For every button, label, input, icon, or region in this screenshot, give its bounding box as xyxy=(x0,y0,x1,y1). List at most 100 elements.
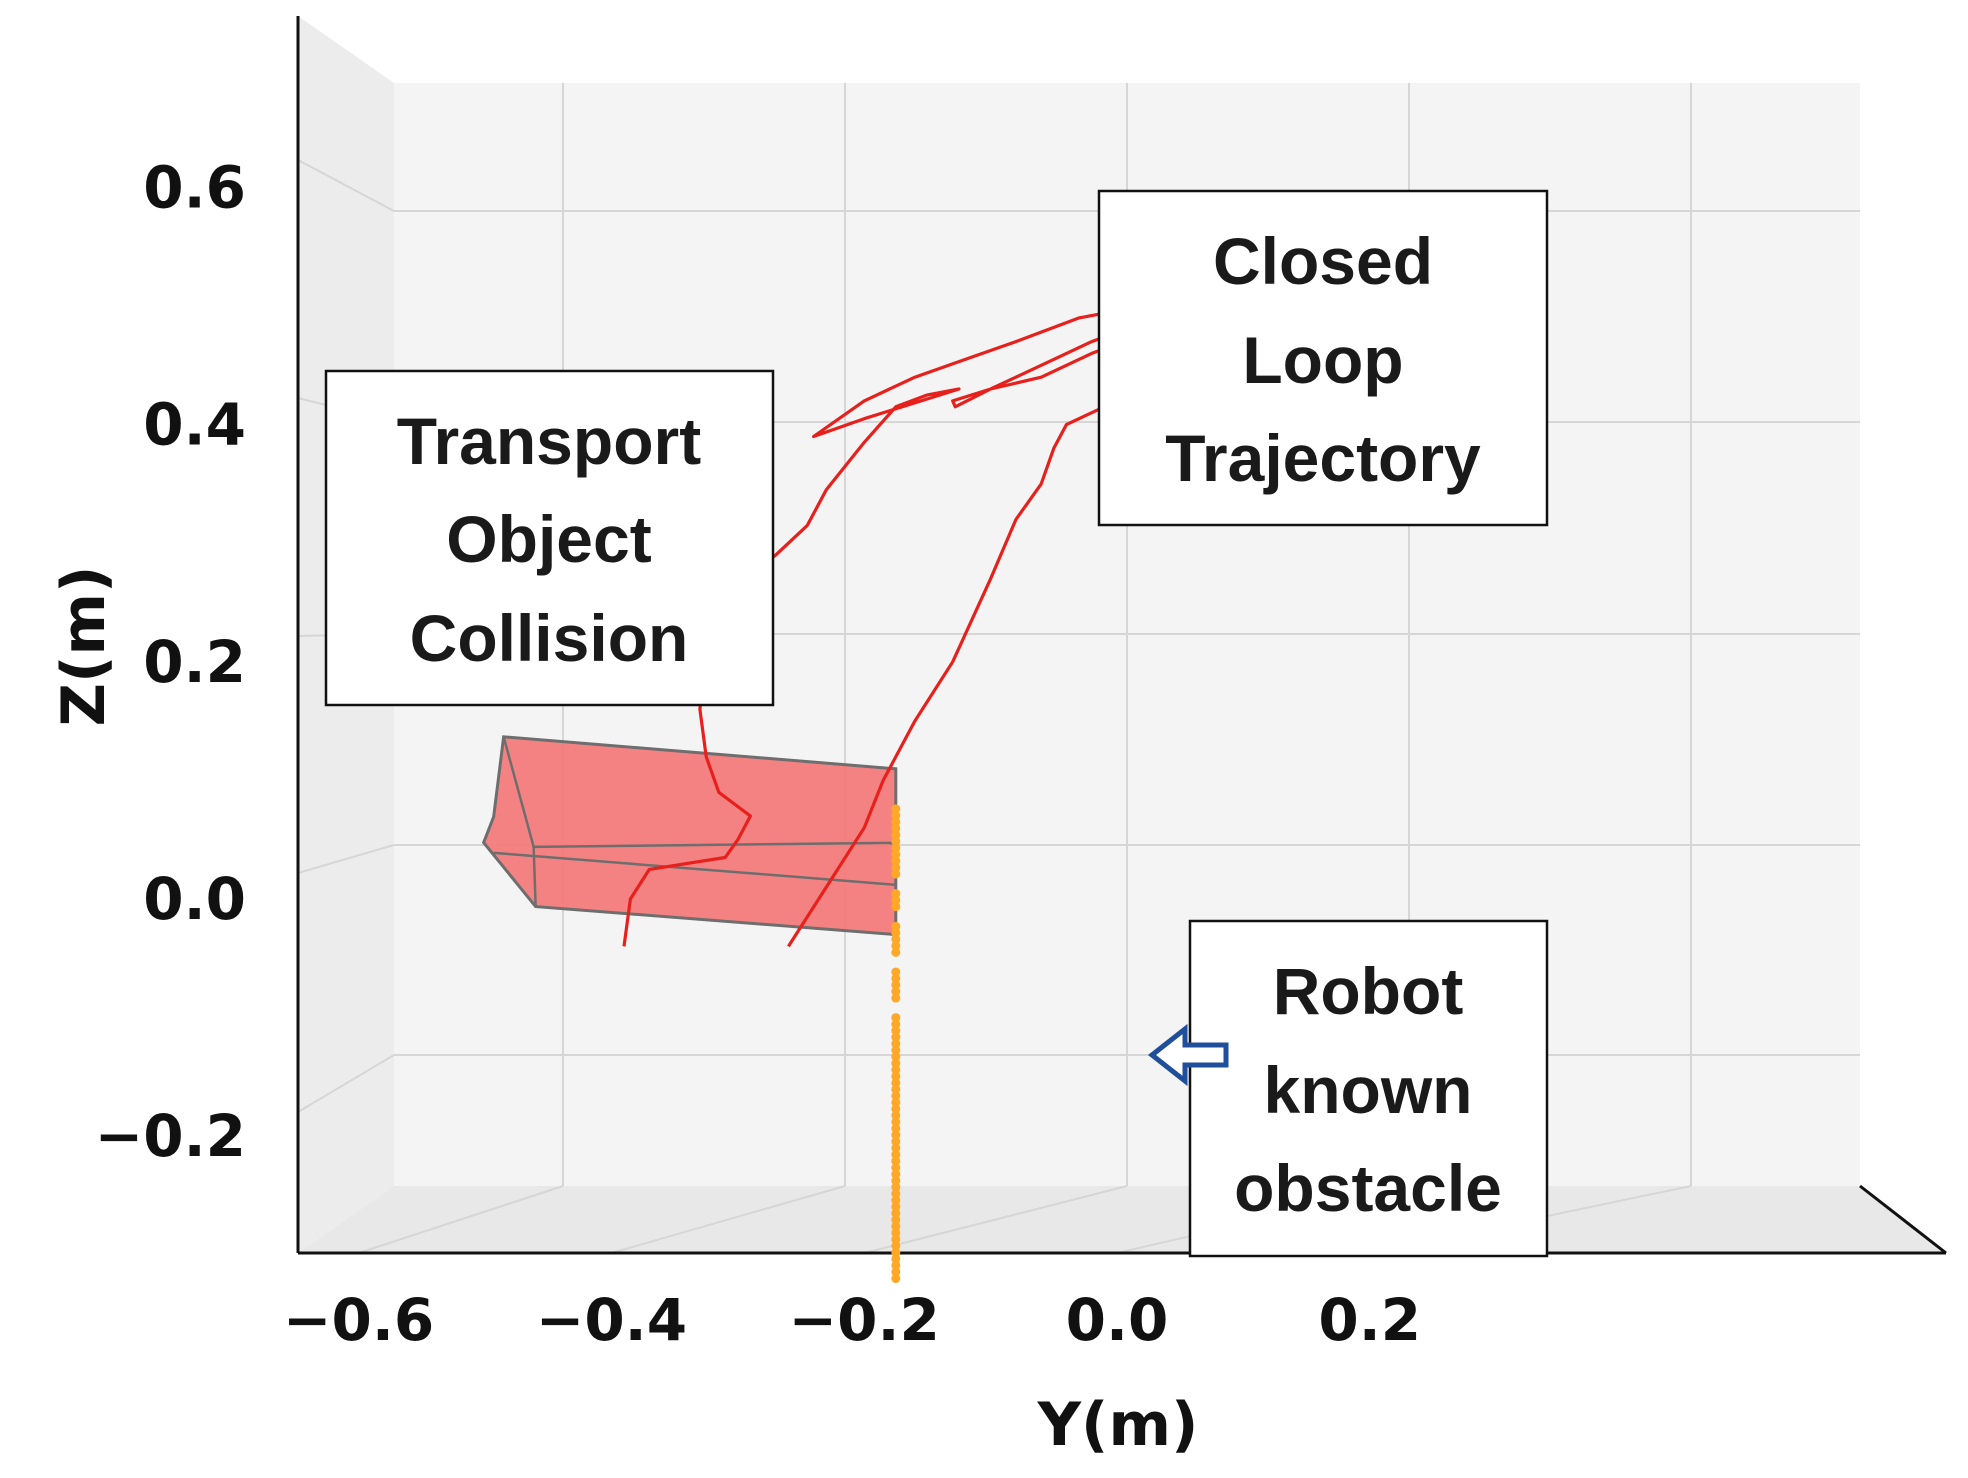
annotation-obstacle-line-1: Robot xyxy=(1273,954,1464,1028)
y-tick-label: 0.2 xyxy=(143,628,246,696)
y-axis-label: Z(m) xyxy=(49,566,119,727)
obstacle-point xyxy=(891,1032,901,1042)
transport-object-edge xyxy=(502,736,535,848)
obstacle-point xyxy=(891,1026,901,1036)
annotation-collision-box xyxy=(324,369,775,707)
obstacle-point xyxy=(891,1091,901,1101)
obstacle-point xyxy=(891,843,901,853)
obstacle-point xyxy=(891,1208,901,1218)
annotation-trajectory: Closed Loop Trajectory xyxy=(1097,189,1549,527)
obstacle-point xyxy=(891,1241,901,1251)
obstacle-point xyxy=(891,1195,901,1205)
annotation-collision-line-2: Object xyxy=(446,502,651,576)
annotation-trajectory-line-1: Closed xyxy=(1213,224,1433,298)
y-tick-label: 0.4 xyxy=(143,391,246,459)
obstacle-point xyxy=(891,993,901,1003)
transport-object-face xyxy=(481,735,898,937)
obstacle-point xyxy=(891,850,901,860)
obstacle-point xyxy=(891,1013,901,1023)
obstacle-point xyxy=(891,1123,901,1133)
annotation-trajectory-line-3: Trajectory xyxy=(1165,421,1481,495)
obstacle-point xyxy=(891,895,901,905)
obstacle-point xyxy=(891,1130,901,1140)
obstacle-arrow-icon xyxy=(1147,1023,1229,1087)
obstacle-point xyxy=(891,1084,901,1094)
obstacle-arrow-shape xyxy=(1147,1023,1229,1087)
obstacle-point xyxy=(891,1117,901,1127)
x-tick-label: 0.0 xyxy=(1066,1286,1169,1354)
y-tick-label: 0.6 xyxy=(143,153,246,221)
grid-line-wall-4 xyxy=(297,159,395,212)
annotation-obstacle-line-3: obstacle xyxy=(1234,1151,1502,1225)
floor-pane xyxy=(298,1186,1946,1253)
annotation-collision-line-3: Collision xyxy=(410,601,689,675)
obstacle-point xyxy=(891,1215,901,1225)
x-tick-label: −0.2 xyxy=(789,1286,940,1354)
obstacle-point xyxy=(891,863,901,873)
x-tick-label: 0.2 xyxy=(1318,1286,1421,1354)
obstacle-point xyxy=(891,902,901,912)
obstacle-point xyxy=(891,1039,901,1049)
obstacle-point xyxy=(891,823,901,833)
x-axis-label: Y(m) xyxy=(1037,1390,1199,1460)
obstacle-point xyxy=(891,1137,901,1147)
obstacle-point xyxy=(891,1202,901,1212)
obstacle-point xyxy=(891,1150,901,1160)
obstacle-point xyxy=(891,1052,901,1062)
obstacle-point xyxy=(891,921,901,931)
obstacle-point xyxy=(891,1071,901,1081)
axis-lines xyxy=(296,16,1947,1255)
obstacle-point xyxy=(891,836,901,846)
obstacle-point xyxy=(891,889,901,899)
transport-object-box xyxy=(481,735,898,937)
obstacle-point xyxy=(891,1182,901,1192)
obstacle-point xyxy=(891,804,901,814)
annotation-trajectory-box xyxy=(1097,189,1549,527)
obstacle-point xyxy=(891,1189,901,1199)
y-tick-label: 0.0 xyxy=(143,865,246,933)
obstacle-point xyxy=(891,987,901,997)
robot-obstacle-points xyxy=(891,804,901,1284)
obstacle-point xyxy=(891,869,901,879)
obstacle-point xyxy=(891,1078,901,1088)
obstacle-point xyxy=(891,1019,901,1029)
floor-diagonal-line xyxy=(1859,1184,1947,1255)
annotation-obstacle-line-2: known xyxy=(1264,1053,1473,1127)
obstacle-point xyxy=(891,1169,901,1179)
obstacle-point xyxy=(891,928,901,938)
obstacle-point xyxy=(891,1045,901,1055)
grid-line-wall-1 xyxy=(297,844,395,874)
obstacle-point xyxy=(891,817,901,827)
obstacle-point xyxy=(891,1156,901,1166)
x-tick-label: −0.6 xyxy=(283,1286,434,1354)
annotation-obstacle: Robot known obstacle xyxy=(1188,919,1549,1258)
obstacle-point xyxy=(891,1143,901,1153)
obstacle-point xyxy=(891,1058,901,1068)
obstacle-point xyxy=(891,1254,901,1264)
transport-object-edge xyxy=(493,851,896,887)
annotation-collision-line-1: Transport xyxy=(397,404,701,478)
obstacle-point xyxy=(891,1234,901,1244)
obstacle-point xyxy=(891,1163,901,1173)
obstacle-point xyxy=(891,1228,901,1238)
obstacle-point xyxy=(891,1065,901,1075)
grid-line-floor-2 xyxy=(863,1185,1128,1254)
obstacle-point xyxy=(891,1260,901,1270)
obstacle-point xyxy=(891,941,901,951)
obstacle-point xyxy=(891,810,901,820)
grid-line-wall-0 xyxy=(297,1054,395,1113)
obstacle-point xyxy=(891,1097,901,1107)
obstacle-point xyxy=(891,980,901,990)
grid-line-floor-0 xyxy=(358,1185,564,1254)
obstacle-point xyxy=(891,1247,901,1257)
obstacle-point xyxy=(891,1267,901,1277)
obstacle-point xyxy=(891,1110,901,1120)
obstacle-point xyxy=(891,1176,901,1186)
obstacle-point xyxy=(891,1221,901,1231)
y-tick-label: −0.2 xyxy=(95,1102,246,1170)
obstacle-point xyxy=(891,973,901,983)
obstacle-point xyxy=(891,947,901,957)
obstacle-point xyxy=(891,1104,901,1114)
